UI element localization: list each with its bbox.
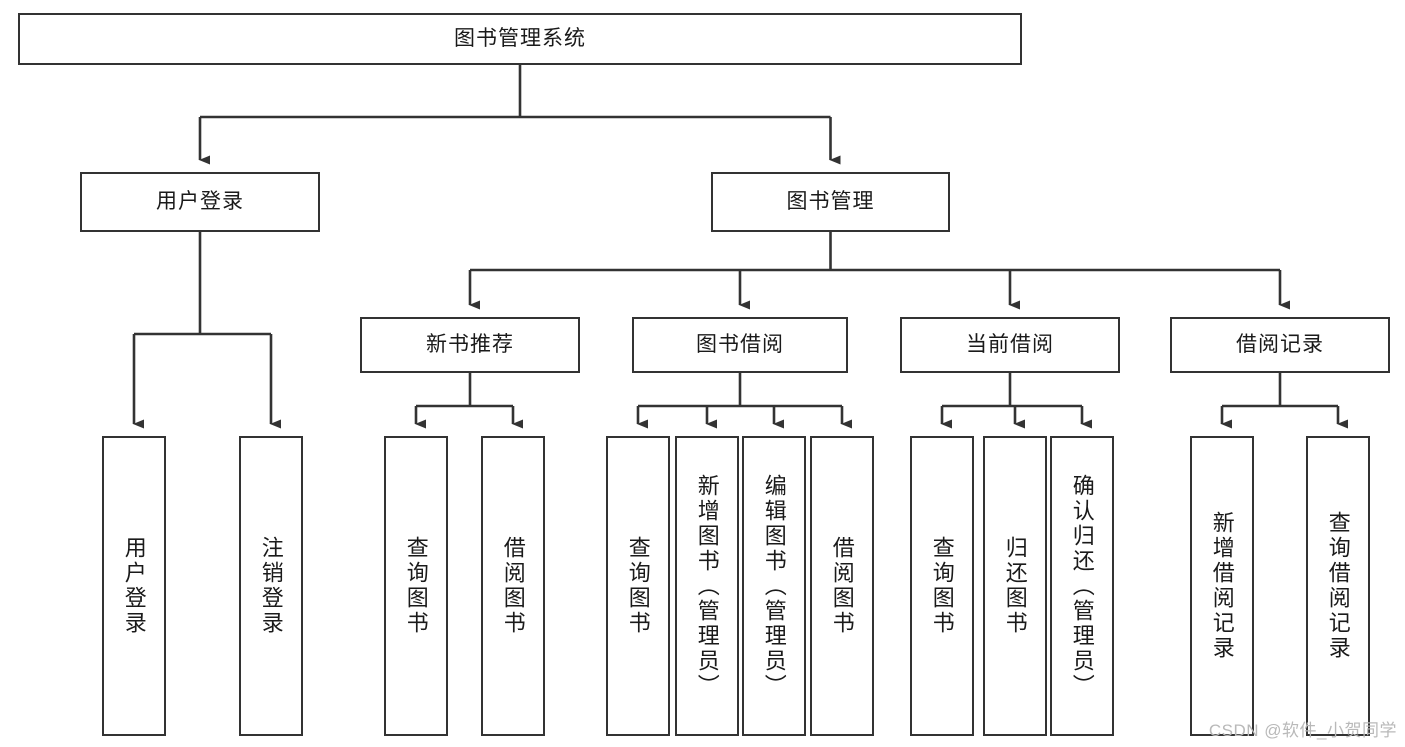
node-l1_1[interactable]: 图书管理 — [711, 172, 950, 232]
node-label: 查询图书 — [625, 536, 651, 636]
node-leaf_2[interactable]: 查询图书 — [384, 436, 448, 736]
node-leaf_12[interactable]: 查询借阅记录 — [1306, 436, 1370, 736]
node-label: 确认归还（管理员） — [1069, 473, 1095, 699]
node-leaf_3[interactable]: 借阅图书 — [481, 436, 545, 736]
node-label: 编辑图书（管理员） — [761, 473, 787, 699]
node-label: 查询图书 — [929, 536, 955, 636]
node-label: 查询图书 — [403, 536, 429, 636]
node-label: 注销登录 — [258, 536, 284, 636]
node-label: 归还图书 — [1002, 536, 1028, 636]
watermark: CSDN @软件_小贺同学 — [1208, 721, 1397, 740]
node-leaf_8[interactable]: 查询图书 — [910, 436, 974, 736]
node-leaf_5[interactable]: 新增图书（管理员） — [675, 436, 739, 736]
node-label: 新增图书（管理员） — [694, 473, 720, 699]
node-l1_0[interactable]: 用户登录 — [80, 172, 320, 232]
node-label: 借阅记录 — [1236, 333, 1324, 357]
node-label: 图书管理系统 — [454, 27, 586, 51]
node-l2_1[interactable]: 图书借阅 — [632, 317, 848, 373]
node-label: 查询借阅记录 — [1325, 511, 1351, 661]
node-label: 借阅图书 — [500, 536, 526, 636]
node-leaf_10[interactable]: 确认归还（管理员） — [1050, 436, 1114, 736]
node-label: 图书管理 — [786, 190, 875, 214]
node-label: 新书推荐 — [426, 333, 514, 357]
node-l2_3[interactable]: 借阅记录 — [1170, 317, 1390, 373]
node-leaf_11[interactable]: 新增借阅记录 — [1190, 436, 1254, 736]
node-leaf_7[interactable]: 借阅图书 — [810, 436, 874, 736]
node-label: 借阅图书 — [829, 536, 855, 636]
node-leaf_1[interactable]: 注销登录 — [239, 436, 303, 736]
node-label: 新增借阅记录 — [1209, 511, 1235, 661]
node-leaf_6[interactable]: 编辑图书（管理员） — [742, 436, 806, 736]
node-label: 当前借阅 — [966, 333, 1054, 357]
node-label: 图书借阅 — [696, 333, 784, 357]
node-l2_0[interactable]: 新书推荐 — [360, 317, 580, 373]
node-label: 用户登录 — [121, 536, 147, 636]
node-root[interactable]: 图书管理系统 — [18, 13, 1022, 65]
node-leaf_0[interactable]: 用户登录 — [102, 436, 166, 736]
node-label: 用户登录 — [156, 190, 244, 214]
node-leaf_4[interactable]: 查询图书 — [606, 436, 670, 736]
node-l2_2[interactable]: 当前借阅 — [900, 317, 1120, 373]
node-leaf_9[interactable]: 归还图书 — [983, 436, 1047, 736]
